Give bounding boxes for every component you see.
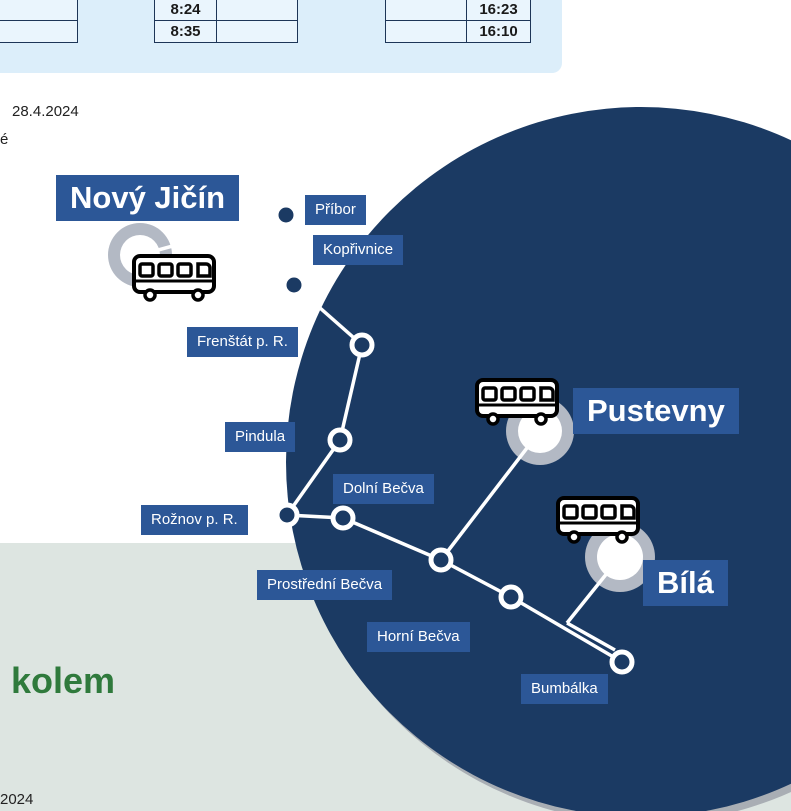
stop-marker	[349, 332, 375, 358]
stop-label: Rožnov p. R.	[141, 505, 248, 535]
stop-marker	[428, 547, 454, 573]
terminal-label: Pustevny	[573, 388, 739, 434]
section-heading: kolem	[11, 660, 116, 701]
timetable-middle: 8:24 8:35	[154, 0, 298, 43]
bus-icon	[475, 378, 559, 426]
timetable-right: 16:23 16:10	[385, 0, 531, 43]
route-lines	[139, 212, 623, 664]
return-time: 16:10	[466, 20, 531, 43]
stop-marker	[330, 505, 356, 531]
stop-marker	[327, 427, 353, 453]
departure-time: 8:35	[154, 20, 217, 43]
stop-label: Frenštát p. R.	[187, 327, 298, 357]
table-row	[0, 20, 78, 43]
bottom-date-text: 2024	[0, 791, 34, 808]
bus-icon	[132, 254, 216, 302]
table-row: 8:35	[154, 20, 298, 43]
table-row: 16:23	[385, 0, 531, 21]
bus-icon	[556, 496, 640, 544]
stop-marker	[281, 272, 307, 298]
terminal-label: Nový Jičín	[56, 175, 240, 221]
stop-marker	[273, 202, 299, 228]
stop-label: Horní Bečva	[367, 622, 470, 652]
table-row: 16:10	[385, 20, 531, 43]
stop-label: Dolní Bečva	[333, 474, 434, 504]
return-time: 16:23	[466, 0, 531, 21]
stop-label: Bumbálka	[521, 674, 608, 704]
terminal-label: Bílá	[643, 560, 728, 606]
stop-label: Prostřední Bečva	[257, 570, 393, 600]
date-text: 28.4.2024	[12, 103, 79, 120]
timetable-left	[0, 0, 78, 43]
stop-marker	[498, 584, 524, 610]
stop-label: Pindula	[225, 422, 296, 452]
stop-marker	[609, 649, 635, 675]
note-text: é	[0, 131, 9, 148]
stop-label: Kopřivnice	[313, 235, 404, 265]
stop-label: Příbor	[305, 195, 366, 225]
stop-marker	[274, 502, 300, 528]
